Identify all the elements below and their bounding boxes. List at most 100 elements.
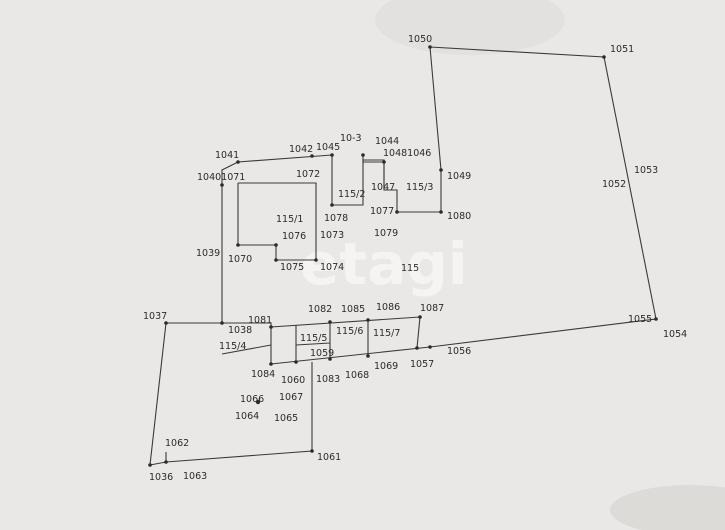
vertex-1078 [330, 203, 334, 207]
western-boundary [221, 161, 239, 323]
label-1067: 1067 [279, 392, 303, 403]
label-1078: 1078 [324, 213, 348, 224]
label-1072: 1072 [296, 169, 320, 180]
label-1062: 1062 [165, 438, 189, 449]
label-1048: 10481046 [383, 148, 431, 159]
label-115-5: 115/5 [300, 333, 327, 344]
vertex-1068 [366, 354, 370, 358]
parcel-115-4-line [221, 344, 272, 355]
top-boundary-line [237, 154, 333, 163]
vertex-1081 [269, 325, 273, 329]
vertex-1074 [314, 258, 318, 262]
label-1045: 1045 [316, 142, 340, 153]
label-1056: 1056 [447, 346, 471, 357]
label-1069: 1069 [374, 361, 398, 372]
label-1075: 1075 [280, 262, 304, 273]
label-1039: 1039 [196, 248, 220, 259]
vertex-1043 [361, 153, 365, 157]
label-115: 115 [401, 263, 419, 274]
label-115-3: 115/3 [406, 182, 433, 193]
vertex-1056 [428, 345, 432, 349]
vertex-1070 [236, 243, 240, 247]
label-1085: 1085 [341, 304, 365, 315]
label-1077: 1077 [370, 206, 394, 217]
label-1082: 1082 [308, 304, 332, 315]
label-1068: 1068 [345, 370, 369, 381]
label-1080: 1080 [447, 211, 471, 222]
label-1047: 1047 [371, 182, 395, 193]
label-1049: 1049 [447, 171, 471, 182]
vertex-1066 [255, 399, 261, 405]
parcel-115-2-boundary [331, 155, 385, 206]
label-1074: 1074 [320, 262, 344, 273]
label-1036: 1036 [149, 472, 173, 483]
vertex-1075 [274, 258, 278, 262]
vertex-1083 [328, 357, 332, 361]
vertex-1057 [415, 346, 419, 350]
vertex-1042 [310, 154, 314, 158]
main-parcel-boundary [429, 46, 657, 348]
label-1038: 1038 [228, 325, 252, 336]
vertex-1044 [382, 160, 386, 164]
vertex-1087 [418, 315, 422, 319]
vertex-1049 [439, 168, 443, 172]
vertex-1077 [395, 210, 399, 214]
label-1081: 1081 [248, 315, 272, 326]
label-1055: 1055 [628, 314, 652, 325]
vertex-1085 [366, 318, 370, 322]
label-1066: 1066 [240, 394, 264, 405]
label-1079: 1079 [374, 228, 398, 239]
vertex-1055 [654, 317, 658, 321]
label-1041: 1041 [215, 150, 239, 161]
vertex-1051 [602, 55, 606, 59]
boundary-lines [149, 46, 657, 466]
label-1037: 1037 [143, 311, 167, 322]
label-1040: 10401071 [197, 172, 245, 183]
label-1053: 1053 [634, 165, 658, 176]
label-1087: 1087 [420, 303, 444, 314]
vertex-1082 [328, 320, 332, 324]
label-1043: 10-3 [340, 133, 362, 144]
label-1051: 1051 [610, 44, 634, 55]
label-1044: 1044 [375, 136, 399, 147]
vertex-1041 [236, 160, 240, 164]
label-1065: 1065 [274, 413, 298, 424]
vertex-1037 [164, 321, 168, 325]
vertex-1036 [148, 463, 152, 467]
vertex-1084 [269, 362, 273, 366]
label-1086: 1086 [376, 302, 400, 313]
label-1059: 1059 [310, 348, 334, 359]
vertex-1038 [220, 321, 224, 325]
label-1050: 1050 [408, 34, 432, 45]
label-1061: 1061 [317, 452, 341, 463]
label-1054: 1054 [663, 329, 687, 340]
point-labels: 1050 1051 1041 1042 1045 10-3 1044 10481… [143, 34, 687, 483]
label-115-6: 115/6 [336, 326, 363, 337]
label-1070: 1070 [228, 254, 252, 265]
label-1057: 1057 [410, 359, 434, 370]
label-1076: 1076 [282, 231, 306, 242]
label-115-4: 115/4 [219, 341, 246, 352]
vertex-1080 [439, 210, 443, 214]
label-1084: 1084 [251, 369, 275, 380]
label-1073: 1073 [320, 230, 344, 241]
label-115-7: 115/7 [373, 328, 400, 339]
paper-shadow [610, 485, 725, 530]
strip-inner-line [295, 342, 331, 346]
label-1064: 1064 [235, 411, 259, 422]
vertex-1061 [310, 449, 314, 453]
vertex-1076 [274, 243, 278, 247]
vertex-1045 [330, 153, 334, 157]
label-1060: 1060 [281, 375, 305, 386]
vertex-1040 [220, 183, 224, 187]
strip-divider-5 [416, 316, 421, 349]
vertex-1062 [164, 460, 168, 464]
vertex-1050 [428, 45, 432, 49]
main-parcel-west-boundary [362, 46, 442, 213]
paper-stain [375, 0, 565, 55]
label-115-2: 115/2 [338, 189, 365, 200]
label-1052: 1052 [602, 179, 626, 190]
label-1042: 1042 [289, 144, 313, 155]
